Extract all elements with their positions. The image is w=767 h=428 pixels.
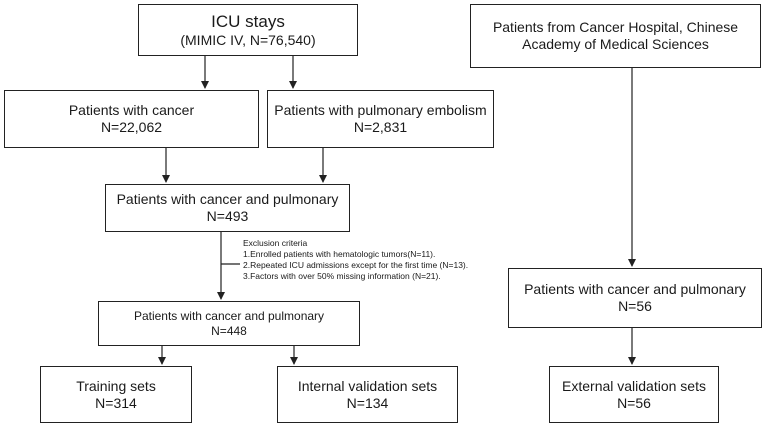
cancer-pulmonary-448-count: N=448 — [211, 323, 247, 338]
box-cancer-pulmonary-56: Patients with cancer and pulmonary N=56 — [508, 268, 762, 328]
external-source-line2: Academy of Medical Sciences — [522, 36, 709, 52]
box-external-validation: External validation sets N=56 — [549, 366, 719, 423]
exclusion-item: 2.Repeated ICU admissions except for the… — [243, 260, 469, 270]
training-sets-label: Training sets — [76, 377, 156, 394]
exclusion-criteria: Exclusion criteria 1.Enrolled patients w… — [243, 238, 468, 282]
exclusion-item: 1.Enrolled patients with hematologic tum… — [243, 249, 436, 259]
patients-cancer-count: N=22,062 — [100, 119, 163, 135]
internal-validation-label: Internal validation sets — [297, 377, 438, 394]
box-internal-validation: Internal validation sets N=134 — [277, 366, 458, 423]
cancer-pulmonary-56-label: Patients with cancer and pulmonary — [524, 281, 746, 297]
pulmonary-embolism-label: Patients with pulmonary embolism — [274, 102, 487, 118]
box-pulmonary-embolism: Patients with pulmonary embolism N=2,831 — [267, 90, 494, 148]
patients-cancer-label: Patients with cancer — [68, 102, 195, 118]
cancer-pulmonary-493-count: N=493 — [206, 208, 249, 224]
box-external-source: Patients from Cancer Hospital, Chinese A… — [470, 4, 761, 68]
cancer-pulmonary-448-label: Patients with cancer and pulmonary — [133, 308, 325, 323]
external-source-line1: Patients from Cancer Hospital, Chinese — [492, 19, 739, 35]
cancer-pulmonary-493-label: Patients with cancer and pulmonary — [116, 191, 339, 207]
cancer-pulmonary-56-count: N=56 — [618, 298, 652, 314]
icu-stays-count: (MIMIC IV, N=76,540) — [180, 32, 316, 48]
icu-stays-title: ICU stays — [211, 12, 285, 31]
training-sets-count: N=314 — [95, 394, 137, 411]
box-icu-stays: ICU stays (MIMIC IV, N=76,540) — [138, 4, 358, 56]
external-validation-label: External validation sets — [562, 377, 706, 394]
exclusion-title: Exclusion criteria — [243, 238, 308, 248]
box-patients-cancer: Patients with cancer N=22,062 — [4, 90, 259, 148]
external-validation-count: N=56 — [617, 394, 651, 411]
box-cancer-pulmonary-493: Patients with cancer and pulmonary N=493 — [105, 184, 350, 232]
box-training-sets: Training sets N=314 — [40, 366, 192, 423]
pulmonary-embolism-count: N=2,831 — [353, 119, 408, 135]
exclusion-item: 3.Factors with over 50% missing informat… — [243, 271, 441, 281]
box-cancer-pulmonary-448: Patients with cancer and pulmonary N=448 — [98, 301, 360, 346]
internal-validation-count: N=134 — [346, 394, 389, 411]
